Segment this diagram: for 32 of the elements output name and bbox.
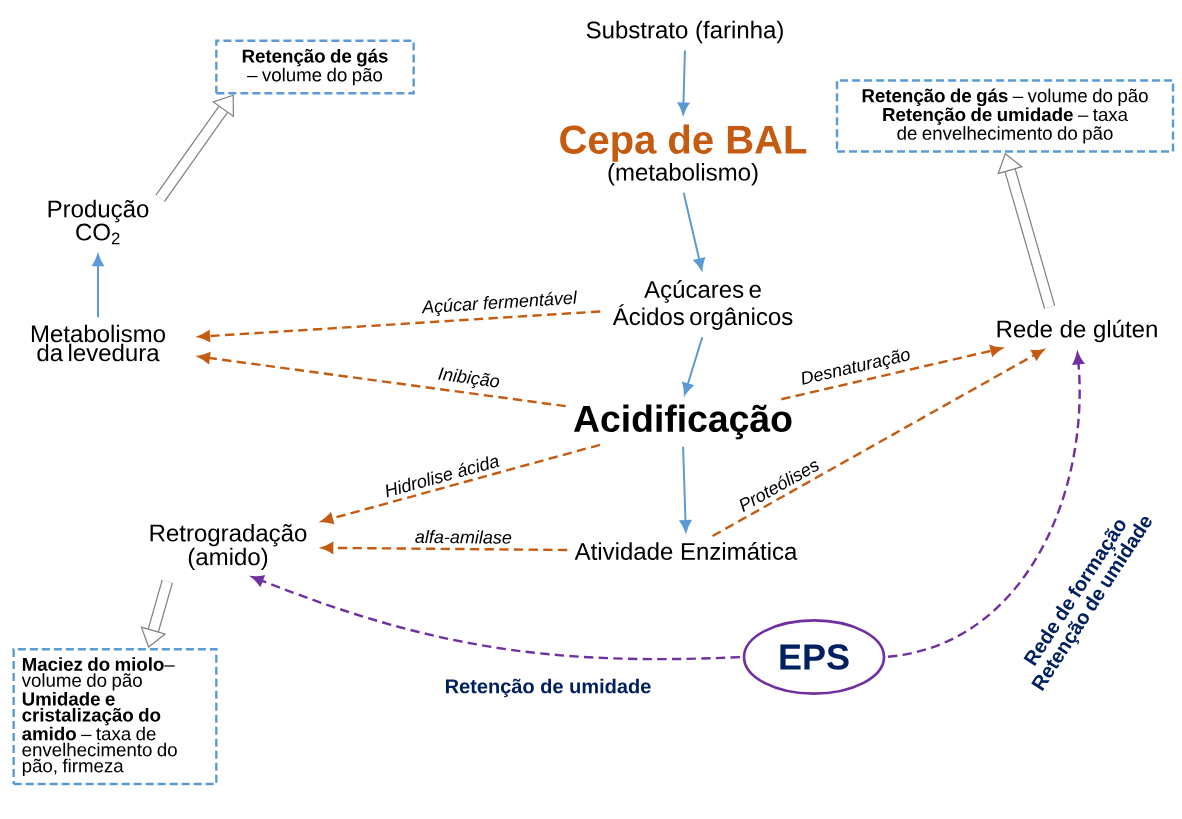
edge-label: Açúcar fermentável xyxy=(420,288,579,319)
edge-label: alfa-amilase xyxy=(413,528,514,546)
dashed-arrow xyxy=(251,575,741,661)
dashed-arrow xyxy=(321,542,568,554)
arrow xyxy=(677,49,690,115)
block-arrow xyxy=(155,94,234,202)
step-label: Rede de glúten xyxy=(997,319,1157,343)
arrow xyxy=(682,191,705,271)
edge-label: Hidrolise ácida xyxy=(381,451,503,500)
edge-label: Retenção de umidade xyxy=(443,677,653,699)
arrow xyxy=(679,445,692,533)
dashed-arrow xyxy=(887,352,1084,658)
step-label: Acidificação xyxy=(573,404,792,440)
step-label: Metabolismo da levedura xyxy=(31,324,165,362)
step-label: Cepa de BAL (metabolismo) xyxy=(560,124,807,186)
dashed-arrow xyxy=(781,345,1003,401)
step-label: Açúcares e Ácidos orgânicos xyxy=(612,280,793,330)
edge-label: Inibição xyxy=(435,365,503,393)
dashed-arrow xyxy=(198,310,601,342)
block-arrow xyxy=(140,579,173,648)
step-label: Substrato (farinha) xyxy=(586,20,783,44)
dashed-arrow xyxy=(321,443,601,524)
step-label: Retrogradação (amido) xyxy=(150,523,307,571)
note-box: Retenção de gás – volume do pão Retenção de umidade – taxa de envelhecimento do pão xyxy=(835,79,1175,153)
note-box: Retenção de gás – volume do pão xyxy=(215,39,415,95)
dashed-arrow xyxy=(712,349,1044,538)
note-box: Maciez do miolo– volume do pão Umidade e cristalização do amido – taxa de envelhecimento do pão, firmeza xyxy=(12,648,218,786)
arrow xyxy=(92,254,104,319)
arrow xyxy=(682,336,704,396)
step-label: Atividade Enzimática xyxy=(574,542,798,560)
step-label: Produção CO$_{2}$ xyxy=(48,199,149,245)
dashed-arrow xyxy=(198,352,566,408)
